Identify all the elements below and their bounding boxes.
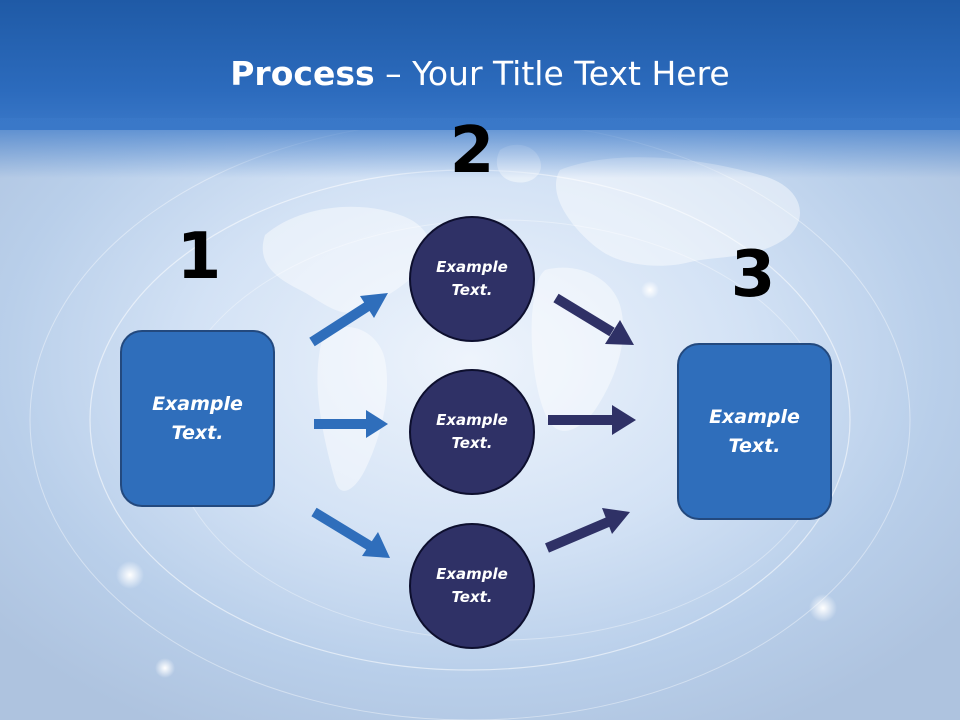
arrow-left-to-middle (314, 410, 388, 438)
left-box[interactable]: Example Text. (120, 330, 275, 507)
circle-bottom[interactable]: Example Text. (409, 523, 535, 649)
arrow-left-to-top (309, 293, 388, 347)
slide-title-bold: Process (230, 54, 375, 93)
right-box-line1: Example (709, 405, 800, 428)
circle-middle-line2: Text. (451, 434, 493, 452)
circle-bottom-line1: Example (436, 565, 508, 583)
slide-title: Process – Your Title Text Here (0, 52, 960, 96)
step-number-1: 1 (176, 220, 222, 294)
arrow-left-to-bottom (311, 507, 390, 558)
arrow-bottom-to-right (545, 508, 630, 553)
arrow-top-to-right (553, 293, 634, 345)
right-box-line2: Text. (728, 434, 781, 457)
title-bar (0, 0, 960, 130)
right-box-text: Example Text. (700, 403, 810, 461)
circle-bottom-text: Example Text. (417, 563, 527, 609)
circle-top[interactable]: Example Text. (409, 216, 535, 342)
step-number-3: 3 (730, 238, 776, 312)
title-bar-fade (0, 118, 960, 178)
circle-bottom-line2: Text. (451, 588, 493, 606)
circle-middle-text: Example Text. (417, 409, 527, 455)
arrow-middle-to-right (548, 405, 636, 435)
slide-title-rest: – Your Title Text Here (374, 54, 730, 93)
circle-top-line1: Example (436, 258, 508, 276)
circle-top-line2: Text. (451, 281, 493, 299)
step-number-2: 2 (449, 114, 495, 188)
circle-middle[interactable]: Example Text. (409, 369, 535, 495)
left-box-text: Example Text. (143, 390, 253, 448)
left-box-line2: Text. (171, 421, 224, 444)
right-box[interactable]: Example Text. (677, 343, 832, 520)
circle-top-text: Example Text. (417, 256, 527, 302)
circle-middle-line1: Example (436, 411, 508, 429)
left-box-line1: Example (152, 392, 243, 415)
